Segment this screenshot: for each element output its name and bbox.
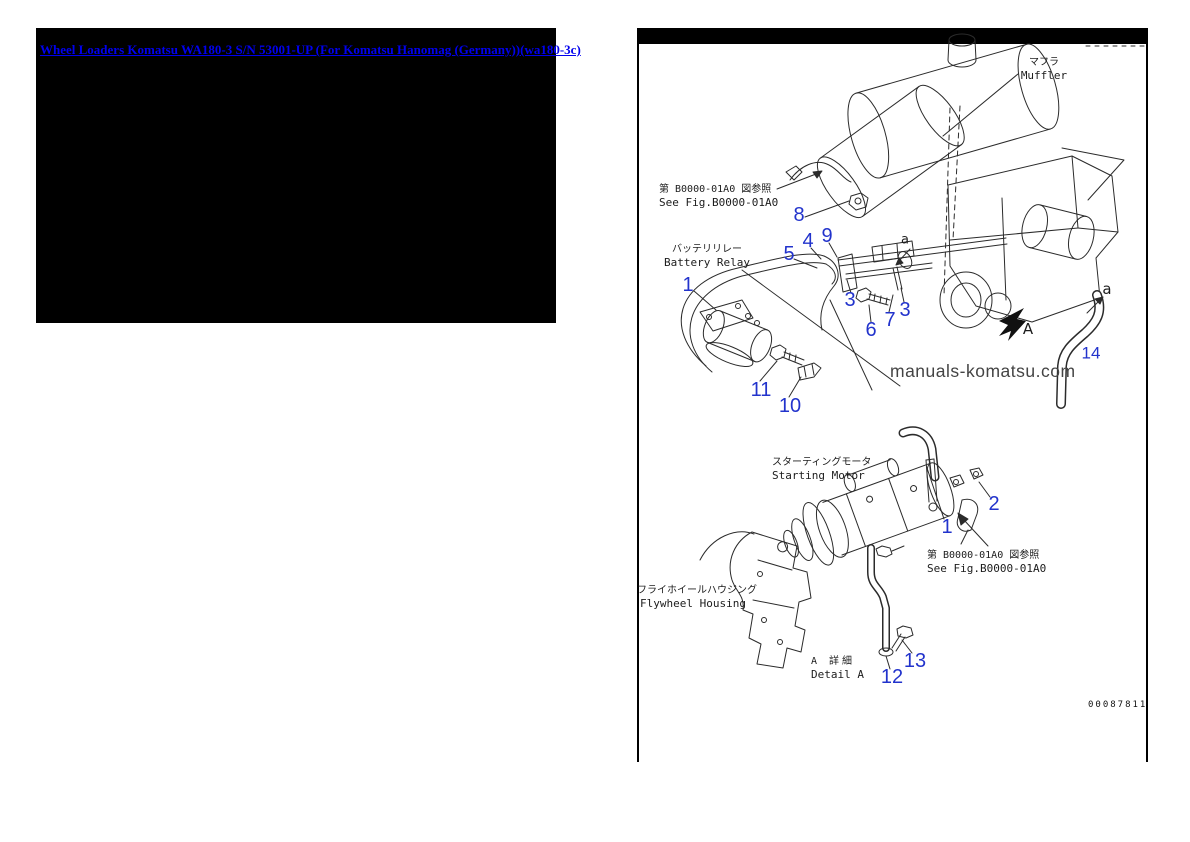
label-muffler: マフラ Muffler bbox=[1012, 56, 1076, 82]
callout-3-right[interactable]: 3 bbox=[899, 299, 911, 321]
label-battery-relay-jp: バッテリリレー bbox=[672, 244, 742, 255]
callout-12[interactable]: 12 bbox=[880, 666, 904, 688]
label-muffler-jp: マフラ bbox=[1029, 57, 1059, 68]
model-link[interactable]: Wheel Loaders Komatsu WA180-3 S/N 53001-… bbox=[40, 42, 581, 57]
callout-8[interactable]: 8 bbox=[793, 204, 805, 226]
label-starting-motor-jp: スターティングモータ bbox=[772, 457, 872, 468]
label-see-fig-bottom: 第 B0000-01A0 図参照 See Fig.B0000-01A0 bbox=[927, 549, 1046, 575]
callout-1-lower[interactable]: 1 bbox=[941, 516, 953, 538]
label-see-fig-top-en: See Fig.B0000-01A0 bbox=[659, 196, 779, 209]
callout-14[interactable]: 14 bbox=[1081, 343, 1101, 363]
callout-10[interactable]: 10 bbox=[778, 395, 802, 417]
label-battery-relay-en: Battery Relay bbox=[663, 256, 751, 269]
callout-5[interactable]: 5 bbox=[783, 243, 795, 265]
label-muffler-en: Muffler bbox=[1020, 69, 1068, 82]
label-detail-a-en: Detail A bbox=[811, 668, 864, 681]
label-see-fig-bottom-jp: 第 B0000-01A0 図参照 bbox=[927, 550, 1040, 561]
callout-7[interactable]: 7 bbox=[884, 309, 896, 331]
callout-13[interactable]: 13 bbox=[903, 650, 927, 672]
diagram-right-border bbox=[1146, 28, 1148, 762]
label-see-fig-top-jp: 第 B0000-01A0 図参照 bbox=[659, 184, 772, 195]
label-battery-relay: バッテリリレー Battery Relay bbox=[663, 243, 751, 269]
ref-letter-a-lower: a bbox=[1102, 280, 1112, 298]
watermark-text: manuals-komatsu.com bbox=[890, 361, 1076, 381]
drawing-number: 00087811 bbox=[1088, 700, 1148, 710]
ref-letter-capital-a: A bbox=[1022, 320, 1034, 338]
callout-11[interactable]: 11 bbox=[750, 379, 772, 401]
diagram-left-border bbox=[637, 28, 639, 762]
callout-6[interactable]: 6 bbox=[865, 319, 877, 341]
ref-letter-a-upper: a bbox=[901, 232, 909, 248]
callout-9[interactable]: 9 bbox=[821, 225, 833, 247]
callout-4[interactable]: 4 bbox=[802, 230, 814, 252]
callout-1-upper[interactable]: 1 bbox=[682, 274, 694, 296]
callout-2[interactable]: 2 bbox=[988, 493, 1000, 515]
label-starting-motor-en: Starting Motor bbox=[772, 469, 865, 482]
diagram-top-bar bbox=[637, 28, 1148, 44]
label-flywheel-housing-en: Flywheel Housing bbox=[640, 597, 746, 610]
callout-3-left[interactable]: 3 bbox=[844, 289, 856, 311]
label-detail-a: A 詳細 Detail A bbox=[811, 655, 864, 681]
label-flywheel-housing-jp: フライホイールハウジング bbox=[637, 585, 757, 596]
label-detail-a-jp: A 詳細 bbox=[811, 656, 856, 667]
label-flywheel-housing: フライホイールハウジング Flywheel Housing bbox=[637, 584, 757, 610]
label-see-fig-bottom-en: See Fig.B0000-01A0 bbox=[927, 562, 1047, 575]
title-banner: Wheel Loaders Komatsu WA180-3 S/N 53001-… bbox=[36, 28, 581, 323]
label-starting-motor: スターティングモータ Starting Motor bbox=[772, 456, 872, 482]
label-see-fig-top: 第 B0000-01A0 図参照 See Fig.B0000-01A0 bbox=[659, 183, 778, 209]
